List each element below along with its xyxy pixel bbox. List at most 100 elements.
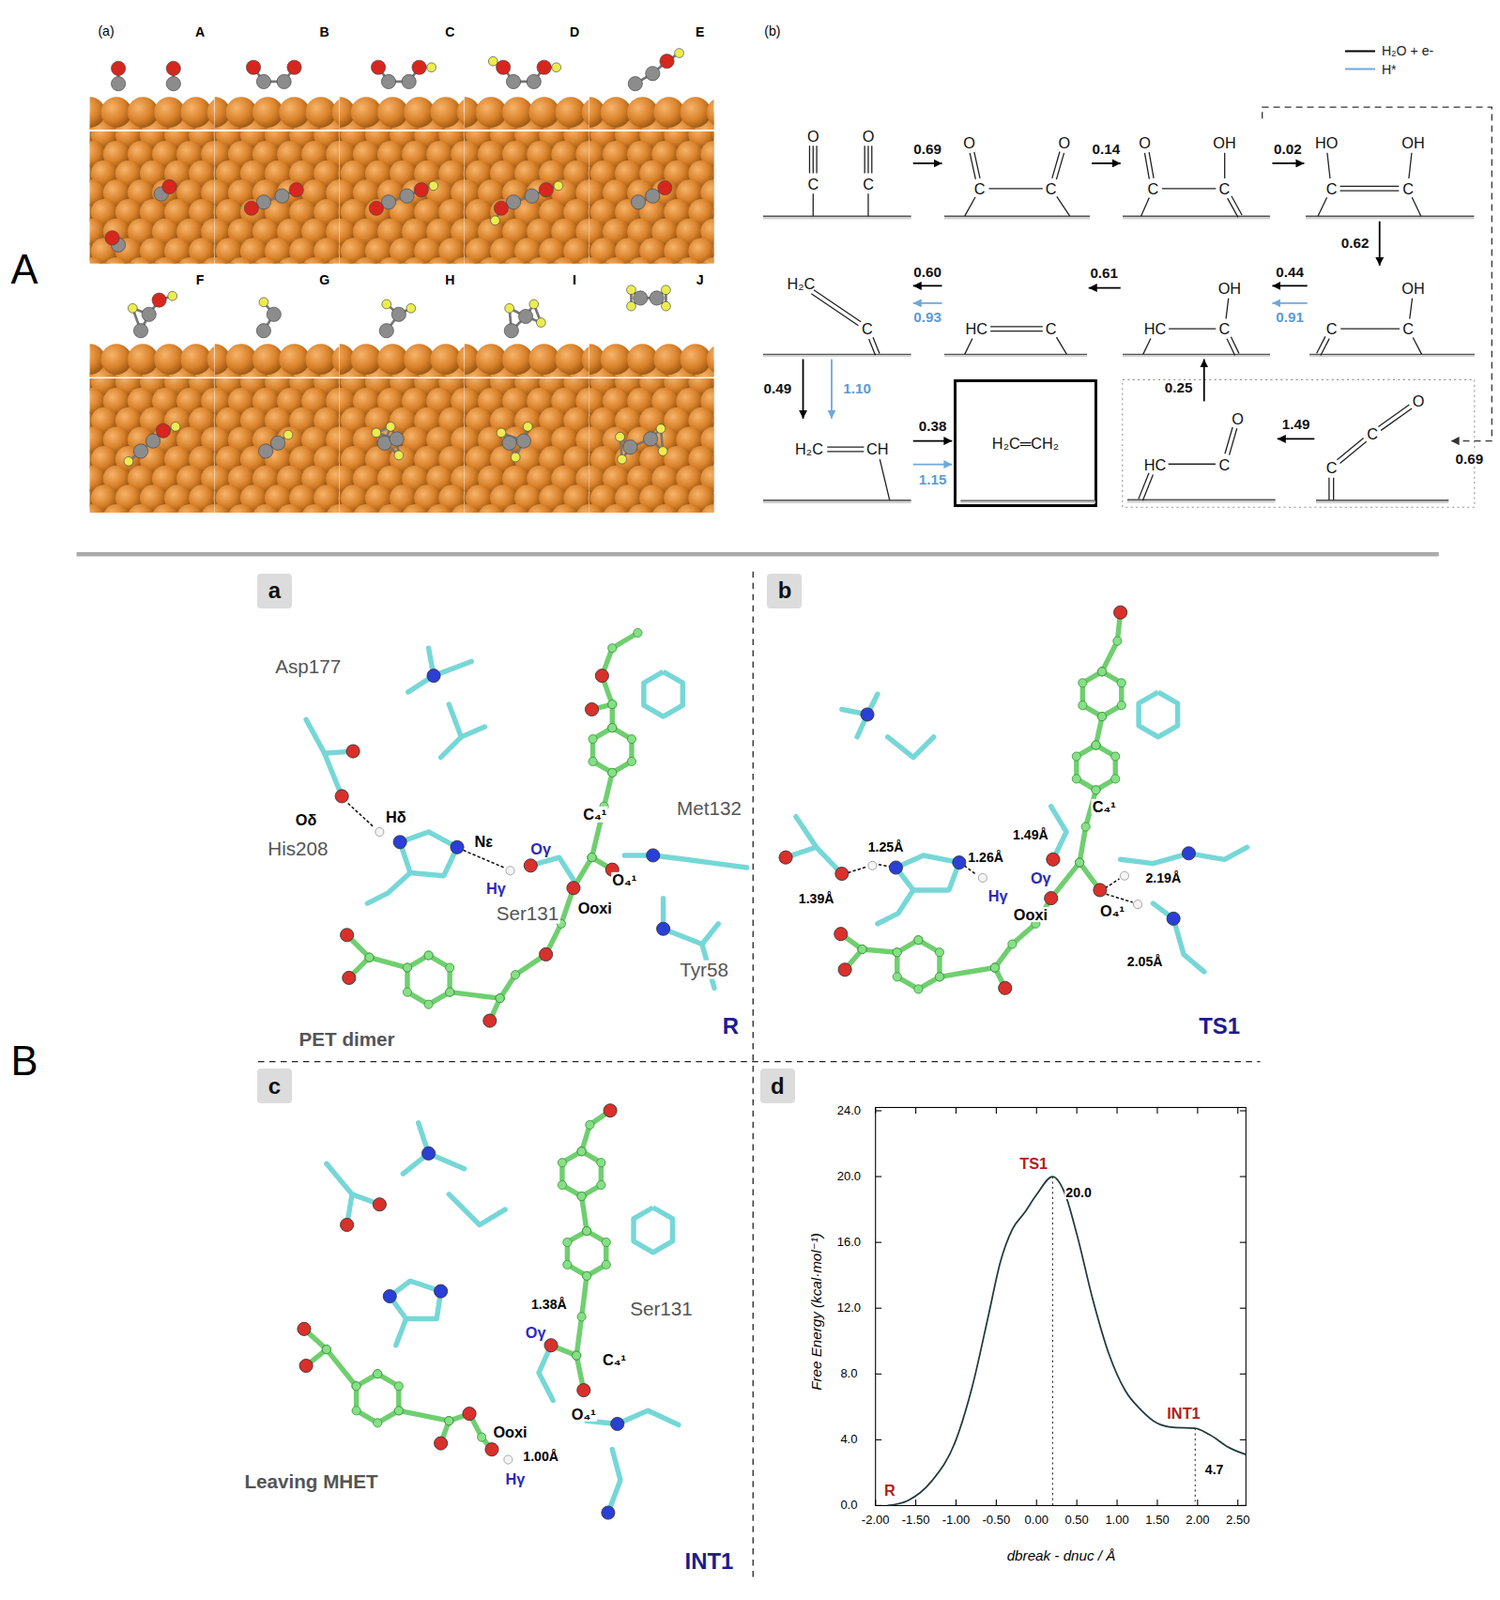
atom-ball [1046, 852, 1060, 866]
chemical-bond [1332, 477, 1334, 501]
carbon-ball [394, 1406, 403, 1415]
atom-label: C [974, 181, 986, 197]
reaction-arrow [1271, 162, 1304, 165]
substrate-ring [566, 1230, 606, 1276]
panel-tag: a [257, 573, 292, 609]
residue-stick [1120, 846, 1248, 863]
annotation: TS1 [1018, 1155, 1049, 1171]
carbon-ball [1075, 857, 1085, 867]
axis-tick [1239, 1241, 1247, 1243]
atom-ball [868, 860, 877, 870]
atom-ball [627, 301, 637, 311]
annotation: 4.7 [1204, 1462, 1225, 1476]
atom-ball [888, 860, 903, 874]
carbon-ball [402, 963, 412, 972]
chemical-bond [990, 330, 1043, 332]
carbon-ball [582, 1225, 592, 1235]
copper-atom [103, 257, 130, 264]
surface-line [1122, 353, 1271, 355]
surface-line [1122, 215, 1271, 217]
carbon-ball [934, 948, 944, 957]
atom-ball [399, 188, 414, 203]
copper-atom [90, 504, 106, 513]
substrate-bond [939, 967, 995, 978]
substrate-ring [1076, 745, 1116, 791]
copper-atom [651, 504, 678, 513]
tile-ground [90, 267, 215, 513]
annotation: O₄¹ [570, 1405, 597, 1421]
atom-label: C [1326, 459, 1338, 475]
annotation: PET dimer [298, 1028, 397, 1049]
atom-ball [535, 318, 546, 328]
copper-atom [180, 343, 212, 375]
atom-ball [518, 308, 533, 323]
substrate-ring [593, 727, 632, 773]
chemical-bond [1162, 187, 1216, 189]
surface-hatch [1122, 215, 1271, 219]
axis-tick [995, 1499, 997, 1506]
carbon-ball [596, 1158, 606, 1167]
atom-ball [170, 422, 181, 432]
carbon-ball [582, 1225, 592, 1235]
copper-atom [551, 504, 578, 513]
top-view [589, 378, 715, 512]
residue-stick [624, 855, 747, 868]
atom-ball [539, 947, 553, 961]
carbon-ball [608, 700, 617, 709]
annotation: Asp177 [274, 657, 342, 677]
legend-sample [1345, 49, 1377, 52]
hydrogen-bond [964, 865, 977, 875]
legend-line [1345, 63, 1377, 75]
atom-ball [952, 856, 966, 870]
surface-line [944, 215, 1090, 217]
reaction-arrow [1277, 438, 1315, 441]
atom-label: HC [965, 321, 989, 337]
residue-stick [887, 736, 934, 758]
axis-tick [1076, 1499, 1078, 1506]
carbon-ball [1091, 740, 1101, 750]
axis-tick [1237, 1499, 1239, 1506]
energy-value: 0.62 [1340, 235, 1371, 250]
copper-atom [589, 504, 605, 513]
carbon-ball [577, 1147, 586, 1156]
carbon-ball [587, 853, 597, 862]
section-divider [76, 551, 1439, 556]
tick-label: 0.00 [1024, 1513, 1050, 1526]
energy-value: 1.10 [841, 382, 873, 397]
hydrogen-bond [847, 866, 868, 873]
tick-label: 2.50 [1224, 1513, 1251, 1526]
copper-atom [152, 504, 179, 513]
atom-ball [485, 1442, 499, 1456]
atom-ball [623, 440, 638, 455]
carbon-ball [857, 944, 867, 953]
atom-label: O [1231, 411, 1244, 427]
carbon-ball [1113, 636, 1122, 645]
atom-label: C [1219, 456, 1231, 472]
carbon-ball [352, 1381, 361, 1391]
axis-tick [1239, 1109, 1247, 1111]
atom-ball [860, 707, 874, 721]
copper-atom [457, 343, 465, 375]
atom-ball [434, 1284, 448, 1298]
copper-atom [214, 504, 230, 513]
reaction-arrow [1378, 221, 1381, 266]
carbon-ball [1097, 667, 1106, 676]
substrate-ring [407, 955, 450, 1005]
panel-label: H [443, 273, 456, 287]
atom-ball [297, 1321, 311, 1335]
carbon-ball [608, 643, 617, 653]
atom-label: OH [1401, 135, 1424, 151]
copper-atom [176, 257, 203, 264]
atom-label: OH [1212, 135, 1236, 151]
tick-label: 1.50 [1144, 1513, 1170, 1526]
carbon-ball [365, 952, 374, 962]
copper-atom [127, 257, 154, 264]
residue-ring [1138, 691, 1178, 737]
chemical-bond [1224, 153, 1225, 179]
surface-hatch [763, 353, 912, 357]
carbon-ball [445, 987, 455, 996]
product-formula: H₂C═CH₂ [992, 435, 1059, 451]
atom-ball [166, 76, 181, 92]
atom-ball [516, 433, 531, 448]
substrate-bond [581, 1195, 587, 1231]
